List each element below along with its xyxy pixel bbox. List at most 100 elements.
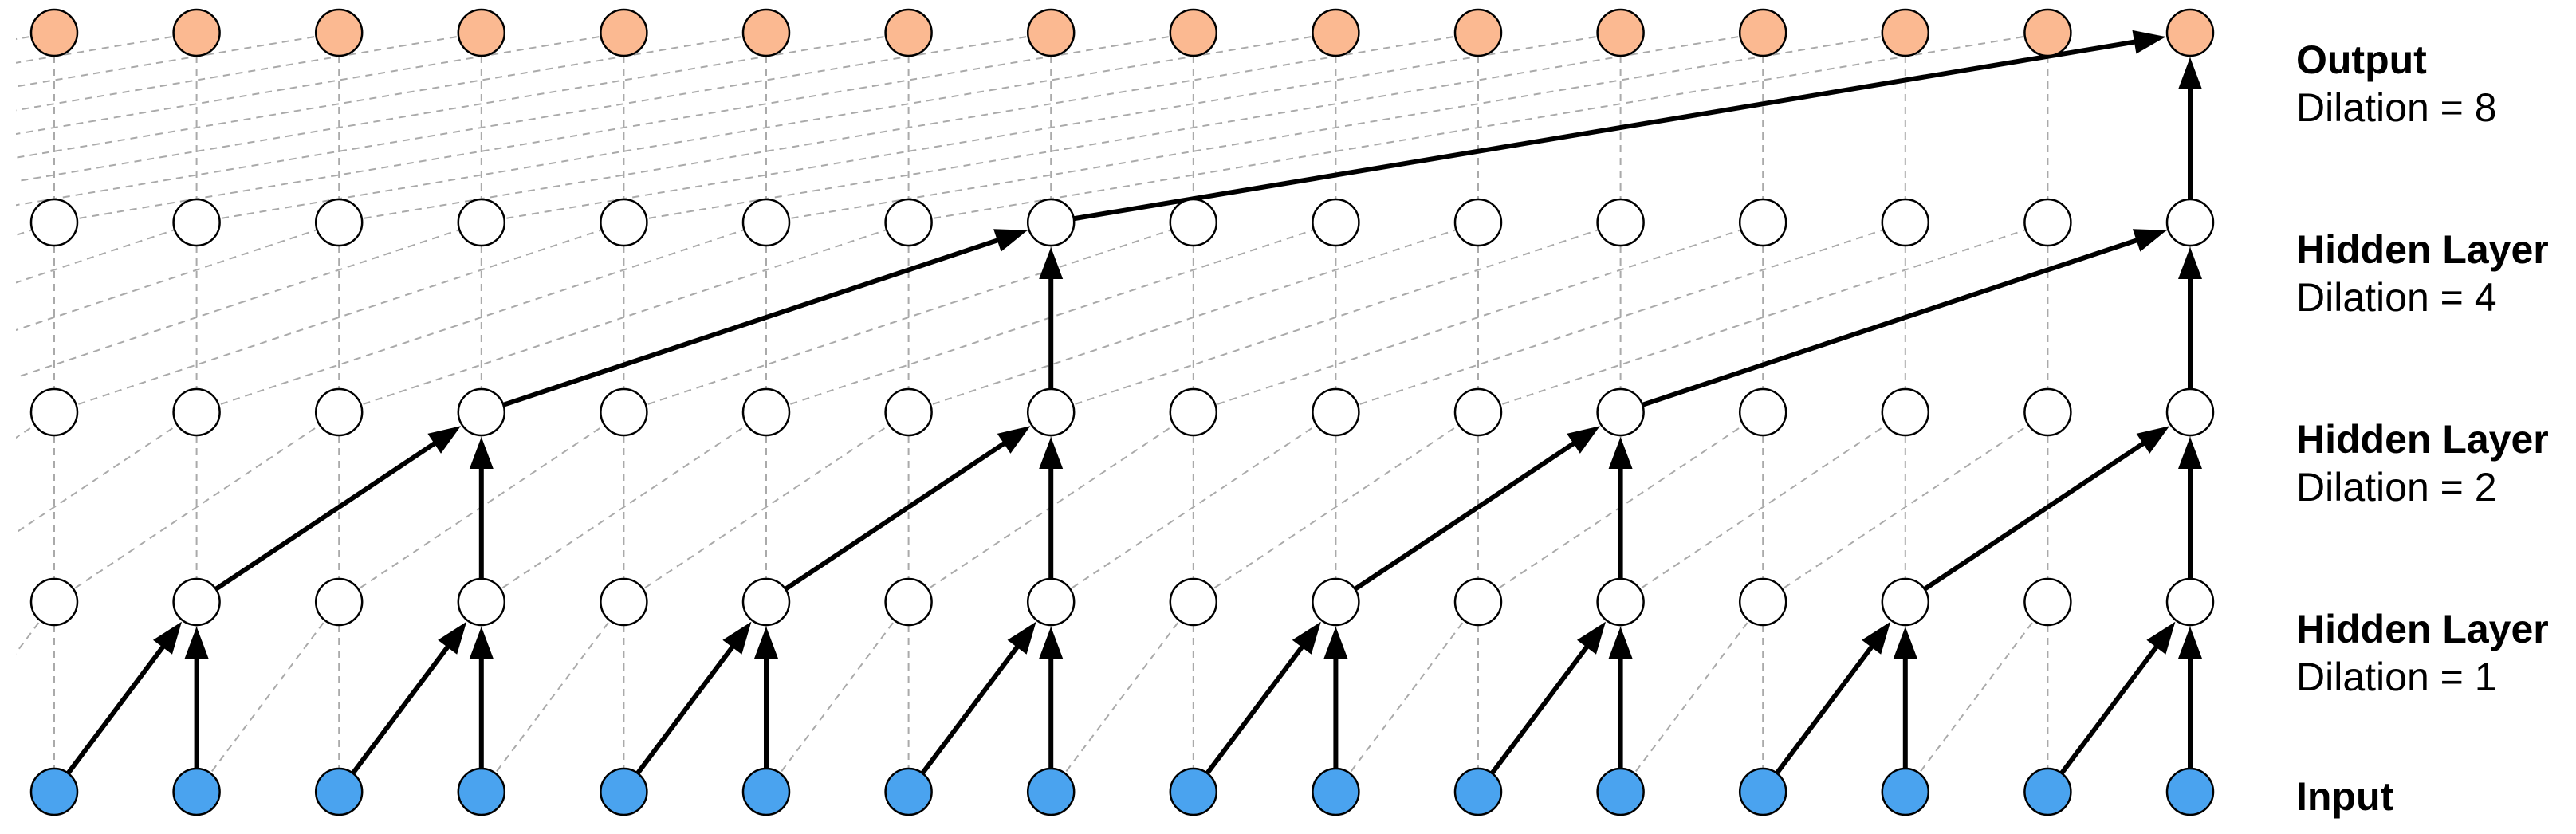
hidden-dilation-1-node — [1312, 577, 1360, 627]
layer-name-hidden-4: Hidden Layer — [2296, 227, 2549, 272]
hidden-dilation-1-node — [600, 577, 648, 627]
hidden-dilation-2-node — [172, 387, 221, 437]
input-node — [1026, 767, 1076, 816]
input-node — [314, 767, 364, 816]
arrowhead-icon — [1007, 621, 1036, 655]
layer-label-input: Input — [2296, 774, 2394, 819]
hidden-dilation-1-node — [2023, 577, 2072, 627]
input-node — [2165, 767, 2215, 816]
arrowhead-icon — [2178, 57, 2202, 89]
layer-label-hidden-4: Hidden Layer Dilation = 4 — [2296, 227, 2549, 320]
input-node — [1596, 767, 1645, 816]
grid-diagonal-line — [53, 411, 340, 603]
grid-diagonal-line — [765, 601, 910, 793]
dilated-connections — [66, 30, 2202, 775]
grid-diagonal-line — [623, 411, 910, 603]
connection-arrow-line — [1923, 439, 2147, 592]
grid-diagonal-line — [1050, 222, 1621, 413]
grid-diagonal-line — [623, 222, 1194, 413]
output-node — [600, 8, 648, 57]
grid-diagonal-line — [16, 32, 909, 183]
grid-diagonal-line — [195, 601, 340, 793]
arrowhead-icon — [427, 426, 462, 454]
hidden-dilation-2-node — [2165, 387, 2215, 437]
hidden-dilation-4-node — [1312, 198, 1360, 247]
hidden-dilation-1-node — [172, 577, 221, 627]
connection-arrow-line — [1642, 237, 2141, 407]
grid-diagonal-line — [908, 32, 2048, 223]
hidden-dilation-4-node — [1026, 198, 1076, 247]
output-node — [1169, 8, 1218, 57]
grid-diagonal-line — [16, 601, 55, 655]
hidden-dilation-2-node — [314, 387, 364, 437]
grid-diagonal-line — [16, 32, 197, 64]
grid-diagonal-line — [16, 222, 340, 332]
hidden-dilation-4-node — [2023, 198, 2072, 247]
connection-arrow-line — [635, 643, 737, 775]
arrowhead-icon — [997, 426, 1031, 454]
arrowhead-icon — [993, 229, 1028, 252]
arrowhead-icon — [438, 621, 467, 655]
hidden-dilation-1-node — [29, 577, 79, 627]
output-node — [314, 8, 364, 57]
grid-diagonal-line — [1050, 601, 1194, 793]
arrowhead-icon — [1862, 621, 1891, 655]
input-node — [29, 767, 79, 816]
connection-arrow-line — [920, 643, 1021, 775]
grid-diagonal-line — [1193, 411, 1479, 603]
hidden-dilation-4-node — [600, 198, 648, 247]
arrowhead-icon — [2178, 247, 2202, 279]
connection-arrow-line — [66, 643, 167, 775]
grid-diagonal-line — [1335, 601, 1479, 793]
hidden-dilation-2-node — [1169, 387, 1218, 437]
grid-diagonal-line — [1335, 222, 1906, 413]
grid-diagonal-line — [196, 222, 767, 413]
hidden-dilation-2-node — [600, 387, 648, 437]
input-node — [457, 767, 506, 816]
hidden-dilation-1-node — [884, 577, 933, 627]
arrowhead-icon — [469, 627, 494, 659]
output-node — [884, 8, 933, 57]
input-node — [1453, 767, 1503, 816]
hidden-dilation-4-node — [884, 198, 933, 247]
network-nodes — [29, 8, 2215, 816]
hidden-dilation-2-node — [884, 387, 933, 437]
layer-name-hidden-2: Hidden Layer — [2296, 417, 2549, 462]
hidden-dilation-1-node — [741, 577, 791, 627]
hidden-dilation-1-node — [1453, 577, 1503, 627]
connection-arrow-line — [1775, 643, 1875, 775]
hidden-dilation-2-node — [741, 387, 791, 437]
arrowhead-icon — [1039, 627, 1064, 659]
arrowhead-icon — [1039, 437, 1064, 469]
arrowhead-icon — [754, 627, 778, 659]
output-node — [1596, 8, 1645, 57]
grid-diagonal-line — [16, 32, 482, 112]
grid-diagonal-line — [1193, 222, 1764, 413]
grid-diagonal-line — [1477, 222, 2048, 413]
grid-diagonal-line — [16, 222, 197, 284]
input-node — [884, 767, 933, 816]
grid-diagonal-line — [908, 222, 1479, 413]
arrowhead-icon — [2136, 426, 2170, 454]
arrowhead-icon — [152, 621, 182, 655]
arrowhead-icon — [1608, 627, 1633, 659]
hidden-dilation-1-node — [1881, 577, 1930, 627]
output-node — [1026, 8, 1076, 57]
output-node — [1453, 8, 1503, 57]
hidden-dilation-4-node — [1596, 198, 1645, 247]
hidden-dilation-2-node — [1738, 387, 1787, 437]
connection-arrow-line — [502, 237, 1001, 407]
layer-label-output: Output Dilation = 8 — [2296, 37, 2497, 130]
arrowhead-icon — [2178, 627, 2202, 659]
output-node — [1738, 8, 1787, 57]
grid-diagonal-line — [339, 32, 1479, 223]
grid-diagonal-line — [16, 32, 1052, 207]
arrowhead-icon — [1567, 426, 1600, 454]
hidden-dilation-4-node — [741, 198, 791, 247]
output-node — [2023, 8, 2072, 57]
grid-diagonal-line — [1050, 411, 1336, 603]
grid-diagonal-line — [16, 411, 198, 534]
dilation-label-hidden-2: Dilation = 2 — [2296, 465, 2497, 509]
hidden-dilation-4-node — [1453, 198, 1503, 247]
